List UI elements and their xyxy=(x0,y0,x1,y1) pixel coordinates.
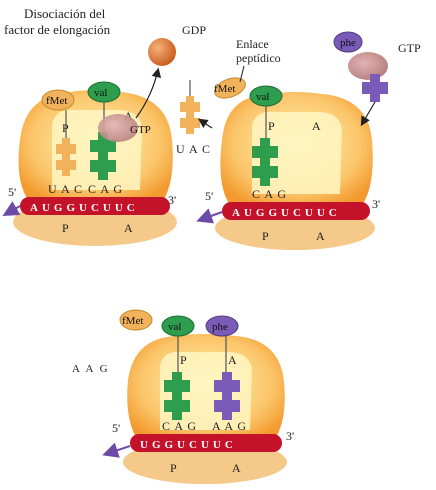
amino-acid-val-2 xyxy=(249,85,283,107)
gtp-top-right-label: GTP xyxy=(398,41,421,55)
mrna-direction-arrow xyxy=(2,201,21,216)
mrna-sequence: AUGGUCUUC xyxy=(30,202,139,214)
released-trna: U A C xyxy=(176,80,211,156)
amino-acid-fmet-3 xyxy=(119,309,153,331)
five-prime-label-3: 5' xyxy=(112,421,120,435)
amino-acid-fmet xyxy=(41,89,75,111)
mrna-sequence-3: UGGUCUUC xyxy=(140,439,237,451)
ef-factor-incoming xyxy=(348,52,388,80)
elongation-factor xyxy=(98,114,138,142)
peptide-bond-line2: peptídico xyxy=(236,51,281,65)
amino-acid-val xyxy=(87,81,121,103)
trna-val xyxy=(90,132,116,180)
svg-text:phe: phe xyxy=(212,321,228,333)
trna-val-3 xyxy=(164,372,190,420)
dissociation-title-line1: Disociación del xyxy=(24,6,106,21)
trna-phe-3 xyxy=(214,372,240,420)
small-p-label: P xyxy=(62,221,69,235)
dissociation-title-line2: factor de elongación xyxy=(4,22,111,37)
anticodon-cag-2: C A G xyxy=(252,187,287,201)
trna-fmet xyxy=(56,138,76,176)
svg-text:phe: phe xyxy=(340,37,356,49)
svg-text:A: A xyxy=(316,229,325,243)
gdp-release-arrow xyxy=(135,67,162,119)
svg-text:P: P xyxy=(262,229,269,243)
svg-text:P: P xyxy=(170,461,177,475)
amino-acid-phe-incoming xyxy=(333,31,363,53)
trna-val-2 xyxy=(252,138,278,186)
trna-entry-arrow xyxy=(360,101,376,127)
svg-text:P: P xyxy=(268,119,275,133)
svg-text:A: A xyxy=(312,119,321,133)
five-prime-label-2: 5' xyxy=(205,189,213,203)
small-a-label: A xyxy=(124,221,133,235)
mrna-strand xyxy=(20,197,170,215)
incoming-trna-phe: phe GTP xyxy=(333,31,421,127)
panel-3: A A G UGGUCUUC 5' 3' P C A G A A A G fMe… xyxy=(72,309,294,484)
peptide-bond-line1: Enlace xyxy=(236,37,269,51)
mrna-strand-3 xyxy=(130,434,282,452)
mrna-sequence-2: AUGGUCUUC xyxy=(232,207,341,219)
a-site-label: A xyxy=(124,109,133,123)
trna-release-arrow xyxy=(198,118,213,129)
svg-text:A: A xyxy=(232,461,241,475)
svg-text:fMet: fMet xyxy=(214,83,235,95)
three-prime-label-2: 3' xyxy=(372,197,380,211)
aag-free-label: A A G xyxy=(72,363,110,375)
gdp-label: GDP xyxy=(182,23,206,37)
three-prime-label: 3' xyxy=(168,193,176,207)
panel-2: AUGGUCUUC 5' 3' val fMet P A C A G P A xyxy=(196,77,380,250)
gtp-left-label: GTP xyxy=(130,124,151,136)
svg-text:A: A xyxy=(228,353,237,367)
svg-text:val: val xyxy=(168,321,181,333)
amino-acid-phe-3 xyxy=(205,315,239,337)
val-label: val xyxy=(94,87,107,99)
amino-acid-val-3 xyxy=(161,315,195,337)
anticodon-cag-3: C A G xyxy=(162,419,197,433)
anticodon-uac: U A C xyxy=(48,182,83,196)
gdp-ball xyxy=(148,38,176,66)
five-prime-label: 5' xyxy=(8,185,16,199)
amino-acid-fmet-2 xyxy=(214,77,246,99)
svg-text:val: val xyxy=(256,91,269,103)
three-prime-label-3: 3' xyxy=(286,429,294,443)
released-anticodon: U A C xyxy=(176,142,211,156)
svg-text:P: P xyxy=(180,353,187,367)
fmet-label: fMet xyxy=(46,95,67,107)
anticodon-aag-3: A A G xyxy=(212,419,247,433)
p-site-label: P xyxy=(62,121,69,135)
panel-1: AUGGUCUUC 5' 3' fMet P U A C val A C A G… xyxy=(2,81,177,246)
mrna-strand-2 xyxy=(222,202,370,220)
anticodon-cag: C A G xyxy=(88,182,123,196)
svg-text:fMet: fMet xyxy=(122,315,143,327)
